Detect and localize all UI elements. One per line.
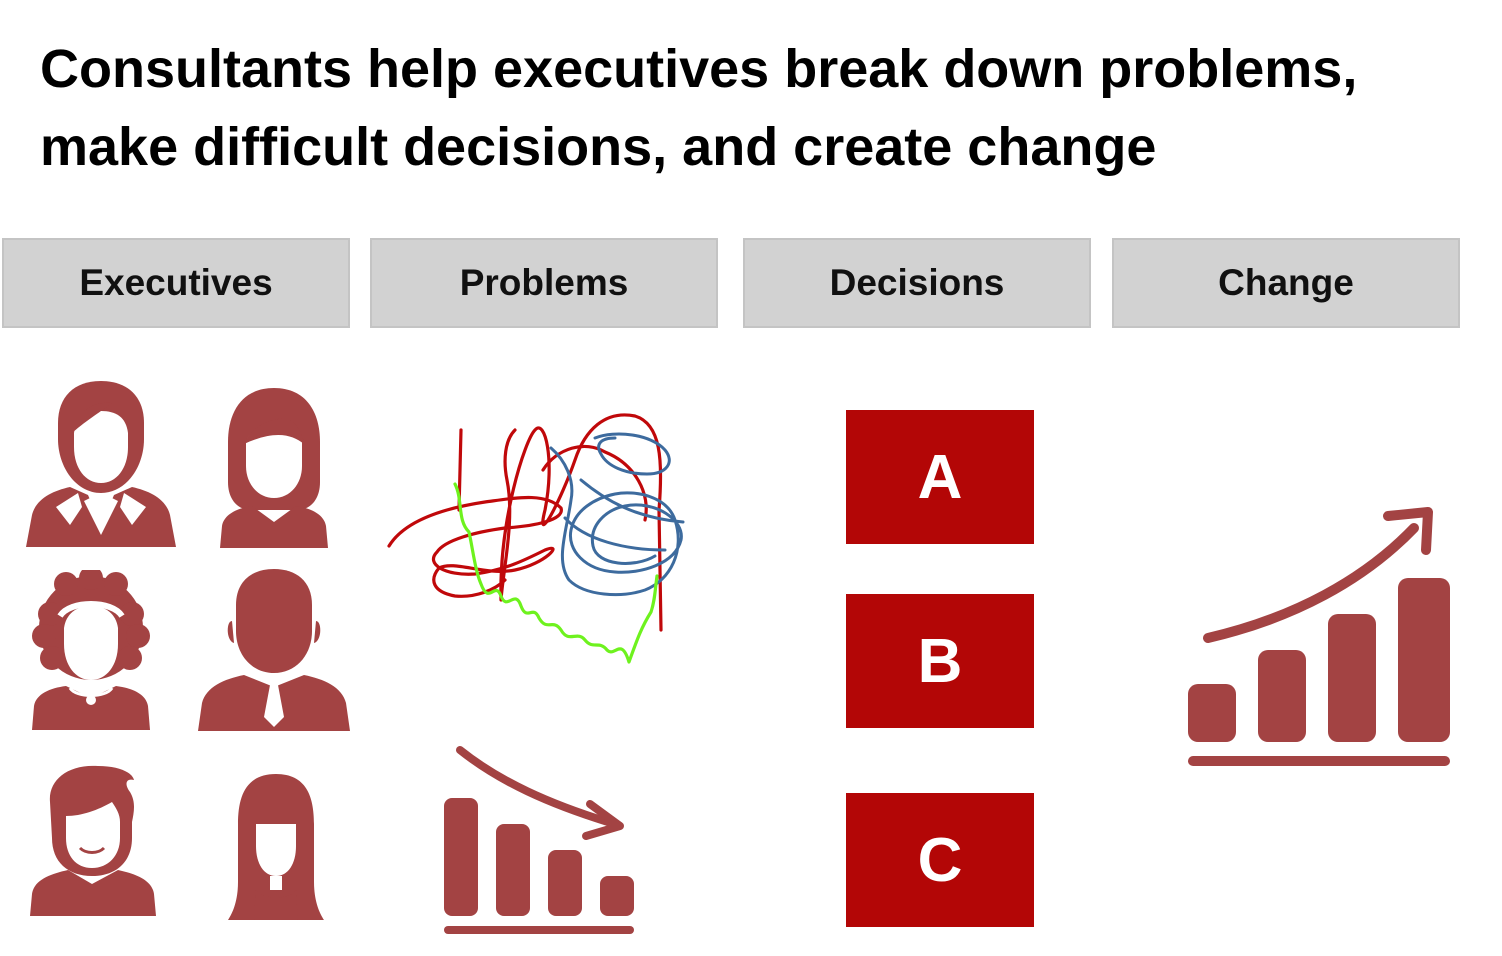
header-problems: Problems	[370, 238, 718, 328]
man-with-tie-icon	[196, 567, 352, 731]
businesswoman-icon	[218, 386, 330, 548]
header-decisions: Decisions	[743, 238, 1091, 328]
title-line-2: make difficult decisions, and create cha…	[40, 117, 1157, 177]
decision-option-a: A	[846, 410, 1034, 544]
decision-option-b: B	[846, 594, 1034, 728]
curly-hair-woman-icon	[30, 570, 152, 730]
growing-bar-chart-icon	[1184, 500, 1456, 772]
long-hair-woman-icon	[226, 772, 326, 922]
young-man-icon	[28, 762, 158, 916]
header-change: Change	[1112, 238, 1460, 328]
title-line-1: Consultants help executives break down p…	[40, 39, 1358, 99]
decision-option-c: C	[846, 793, 1034, 927]
businessman-icon	[22, 375, 180, 547]
tangled-scribble-icon	[385, 400, 695, 670]
header-executives: Executives	[2, 238, 350, 328]
declining-bar-chart-icon	[440, 742, 640, 938]
page-title: Consultants help executives break down p…	[40, 30, 1480, 186]
